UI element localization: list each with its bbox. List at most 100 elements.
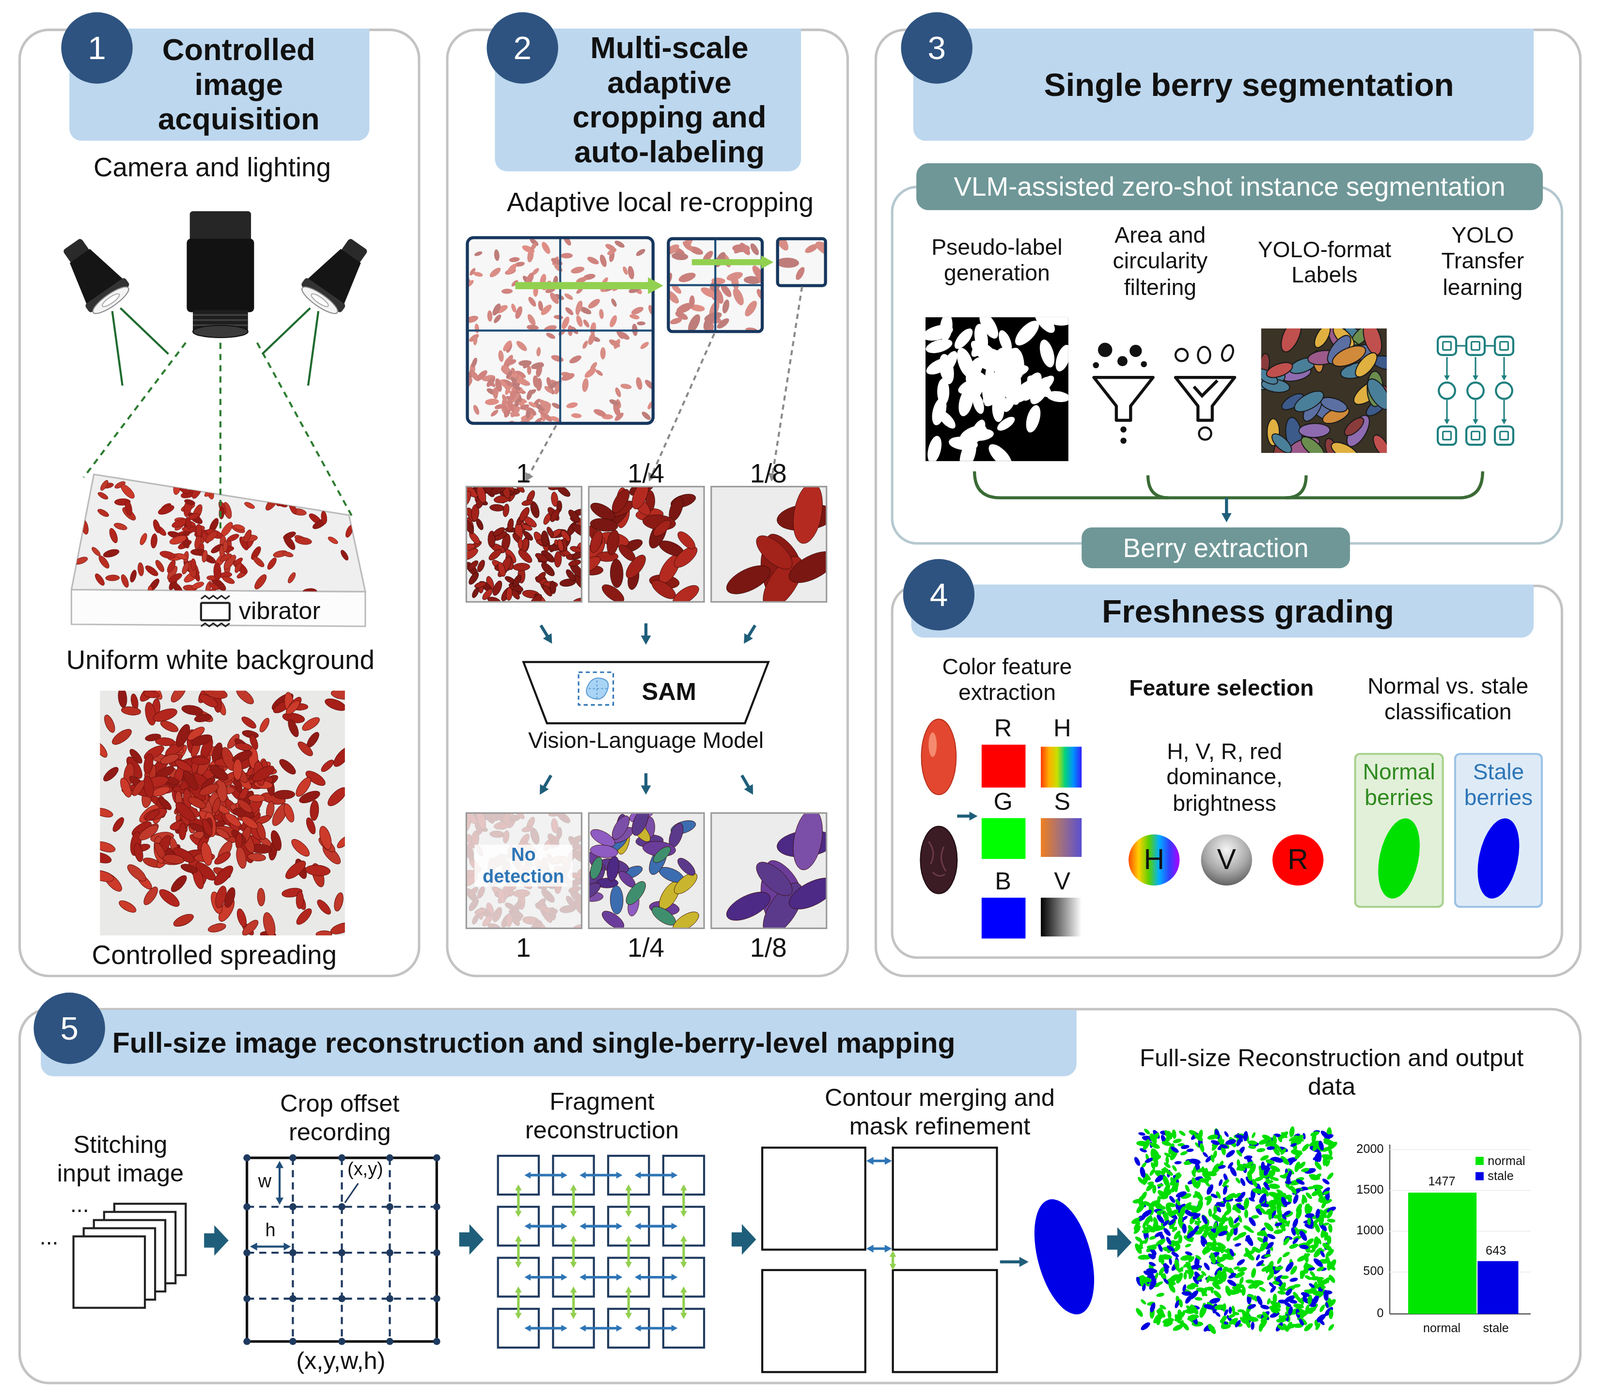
- berry: [555, 813, 572, 826]
- berry: [207, 922, 227, 934]
- berry: [158, 752, 180, 767]
- color-swatch: [1040, 818, 1082, 858]
- arrow-shaft: [1446, 357, 1448, 377]
- berry: [470, 586, 481, 599]
- berry: [532, 375, 540, 389]
- berry: [475, 486, 488, 504]
- net-unit: [1437, 336, 1457, 356]
- arrow-shaft: [682, 1240, 685, 1264]
- arrow-head: [866, 1244, 874, 1253]
- berry: [143, 808, 162, 824]
- arrow-head: [524, 1325, 531, 1333]
- berry: [600, 347, 607, 360]
- berry: [669, 581, 702, 603]
- arrow-head: [744, 784, 754, 796]
- tray-top: [71, 474, 365, 592]
- berry: [213, 562, 222, 581]
- berry: [569, 545, 582, 554]
- net-unit: [1494, 336, 1514, 356]
- mapped-berry: [1235, 1258, 1246, 1268]
- berry: [607, 337, 622, 349]
- arrow-head: [579, 1325, 586, 1333]
- berry: [500, 403, 510, 413]
- arrow-shaft: [517, 1189, 520, 1213]
- berry: [332, 892, 346, 913]
- berry: [110, 815, 126, 834]
- arrow-shaft: [747, 625, 755, 638]
- berry: [475, 813, 488, 831]
- berry: [489, 830, 505, 839]
- berry: [511, 900, 523, 915]
- flow-arrow: [459, 1224, 485, 1255]
- mapped-berry: [1174, 1160, 1182, 1165]
- berry: [485, 375, 497, 389]
- particle-outline: [1175, 348, 1188, 361]
- berry: [555, 486, 572, 499]
- berry: [266, 556, 279, 572]
- arrow-head: [515, 1211, 522, 1218]
- mapped-berry: [1196, 1197, 1204, 1206]
- mapping-scatter: [1130, 1126, 1339, 1336]
- berry: [567, 558, 582, 568]
- berry: [295, 739, 315, 759]
- mapped-berry: [1256, 1147, 1266, 1153]
- berry: [613, 386, 623, 398]
- berry: [503, 385, 512, 396]
- berry: [239, 714, 258, 731]
- berry: [102, 548, 120, 559]
- grid-dot: [338, 1249, 346, 1257]
- arrow-head: [616, 1172, 623, 1179]
- mapped-berry: [1228, 1306, 1232, 1315]
- berry: [101, 765, 121, 784]
- berry: [508, 256, 520, 264]
- berry: [1291, 387, 1327, 416]
- mapped-berry: [1207, 1133, 1219, 1141]
- berry: [489, 408, 500, 418]
- mapped-berry: [1300, 1167, 1310, 1174]
- mapped-berry: [1148, 1168, 1156, 1177]
- berry: [650, 517, 674, 539]
- berry: [99, 868, 115, 884]
- grid-dot: [243, 1295, 251, 1303]
- berry: [985, 440, 1016, 462]
- berry: [63, 526, 79, 540]
- berry: [548, 291, 561, 306]
- grid-dot: [386, 1203, 394, 1211]
- mapped-berry: [1276, 1256, 1284, 1266]
- net-link: [1456, 345, 1467, 347]
- berry: [178, 486, 191, 496]
- grid-dot: [243, 1203, 251, 1211]
- net-link: [1484, 345, 1495, 347]
- berry: [179, 862, 199, 875]
- berry: [574, 299, 584, 315]
- berry: [137, 690, 160, 705]
- berry: [511, 573, 523, 589]
- mapped-berry: [1246, 1303, 1257, 1311]
- berry: [143, 701, 158, 727]
- arrow-head: [1472, 375, 1479, 381]
- arrow-shaft: [529, 1174, 563, 1177]
- berry: [93, 572, 107, 587]
- berry: [132, 842, 145, 863]
- berry: [272, 495, 289, 510]
- berry: [730, 286, 746, 307]
- berry: [674, 529, 698, 552]
- lamp-led: [100, 291, 122, 309]
- color-swatch: [981, 744, 1026, 788]
- berry: [613, 239, 626, 250]
- berry: [199, 841, 214, 867]
- arrow-head: [275, 1160, 284, 1169]
- view-line: [257, 343, 354, 519]
- tray-front: [71, 589, 365, 627]
- berry: [564, 894, 578, 910]
- berry: [165, 603, 174, 620]
- mapped-berry: [1174, 1184, 1179, 1193]
- arrow-head: [515, 1262, 522, 1269]
- berry: [1329, 341, 1369, 371]
- berry: [472, 336, 479, 346]
- berry: [581, 318, 591, 329]
- berry: [628, 486, 652, 512]
- berry: [608, 314, 619, 329]
- berry: [235, 908, 249, 928]
- berry: [137, 562, 144, 577]
